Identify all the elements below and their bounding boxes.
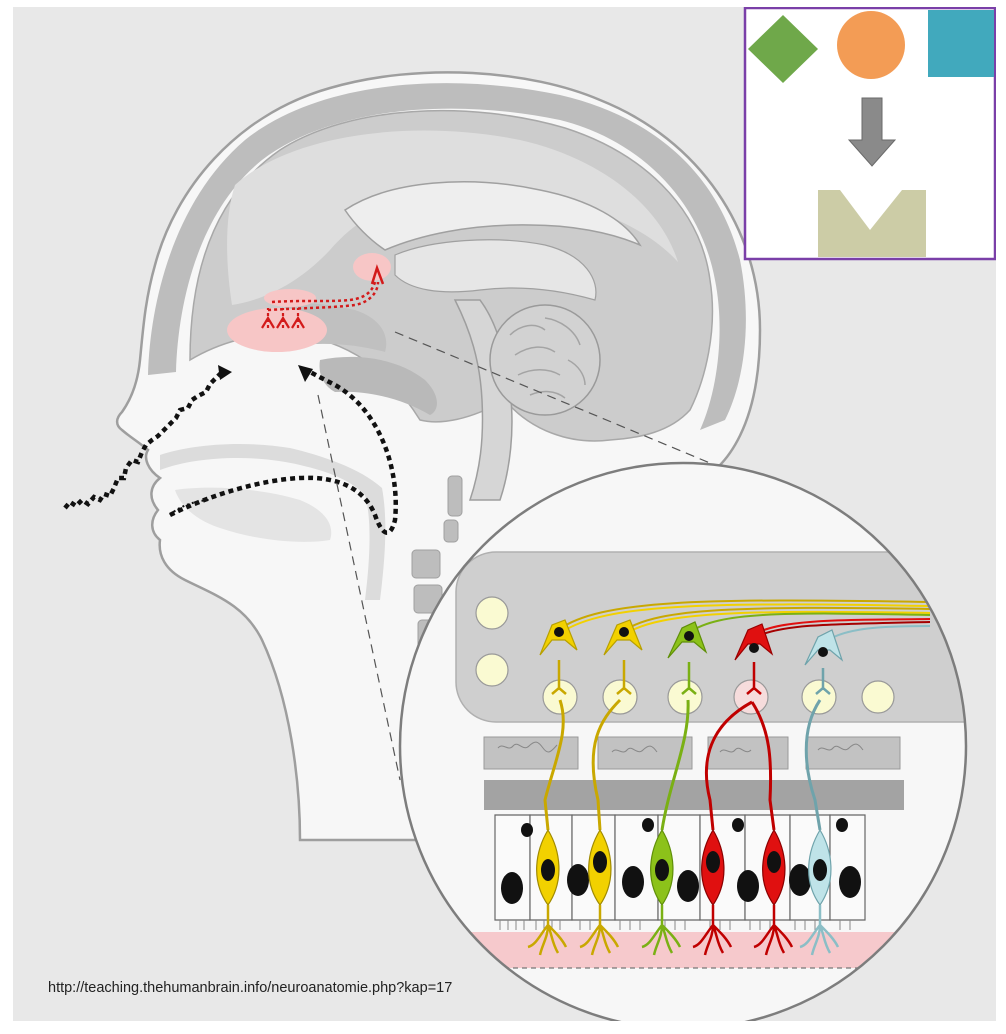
legend-box	[745, 8, 995, 259]
mucus-layer	[450, 932, 920, 968]
source-url[interactable]: http://teaching.thehumanbrain.info/neuro…	[48, 979, 488, 998]
circle-shape	[837, 11, 905, 79]
square-shape	[928, 10, 994, 77]
olfactory-epithelium	[227, 308, 327, 352]
magnified-epithelium	[400, 463, 996, 1021]
illustration-panel: http://teaching.thehumanbrain.info/neuro…	[13, 7, 996, 1021]
amygdala-target	[353, 253, 391, 281]
cribriform-plate	[484, 737, 900, 769]
cerebellum	[490, 305, 600, 415]
olfactory-bulb	[264, 289, 316, 307]
olfaction-diagram	[13, 7, 996, 1021]
bulb-band	[456, 552, 996, 722]
